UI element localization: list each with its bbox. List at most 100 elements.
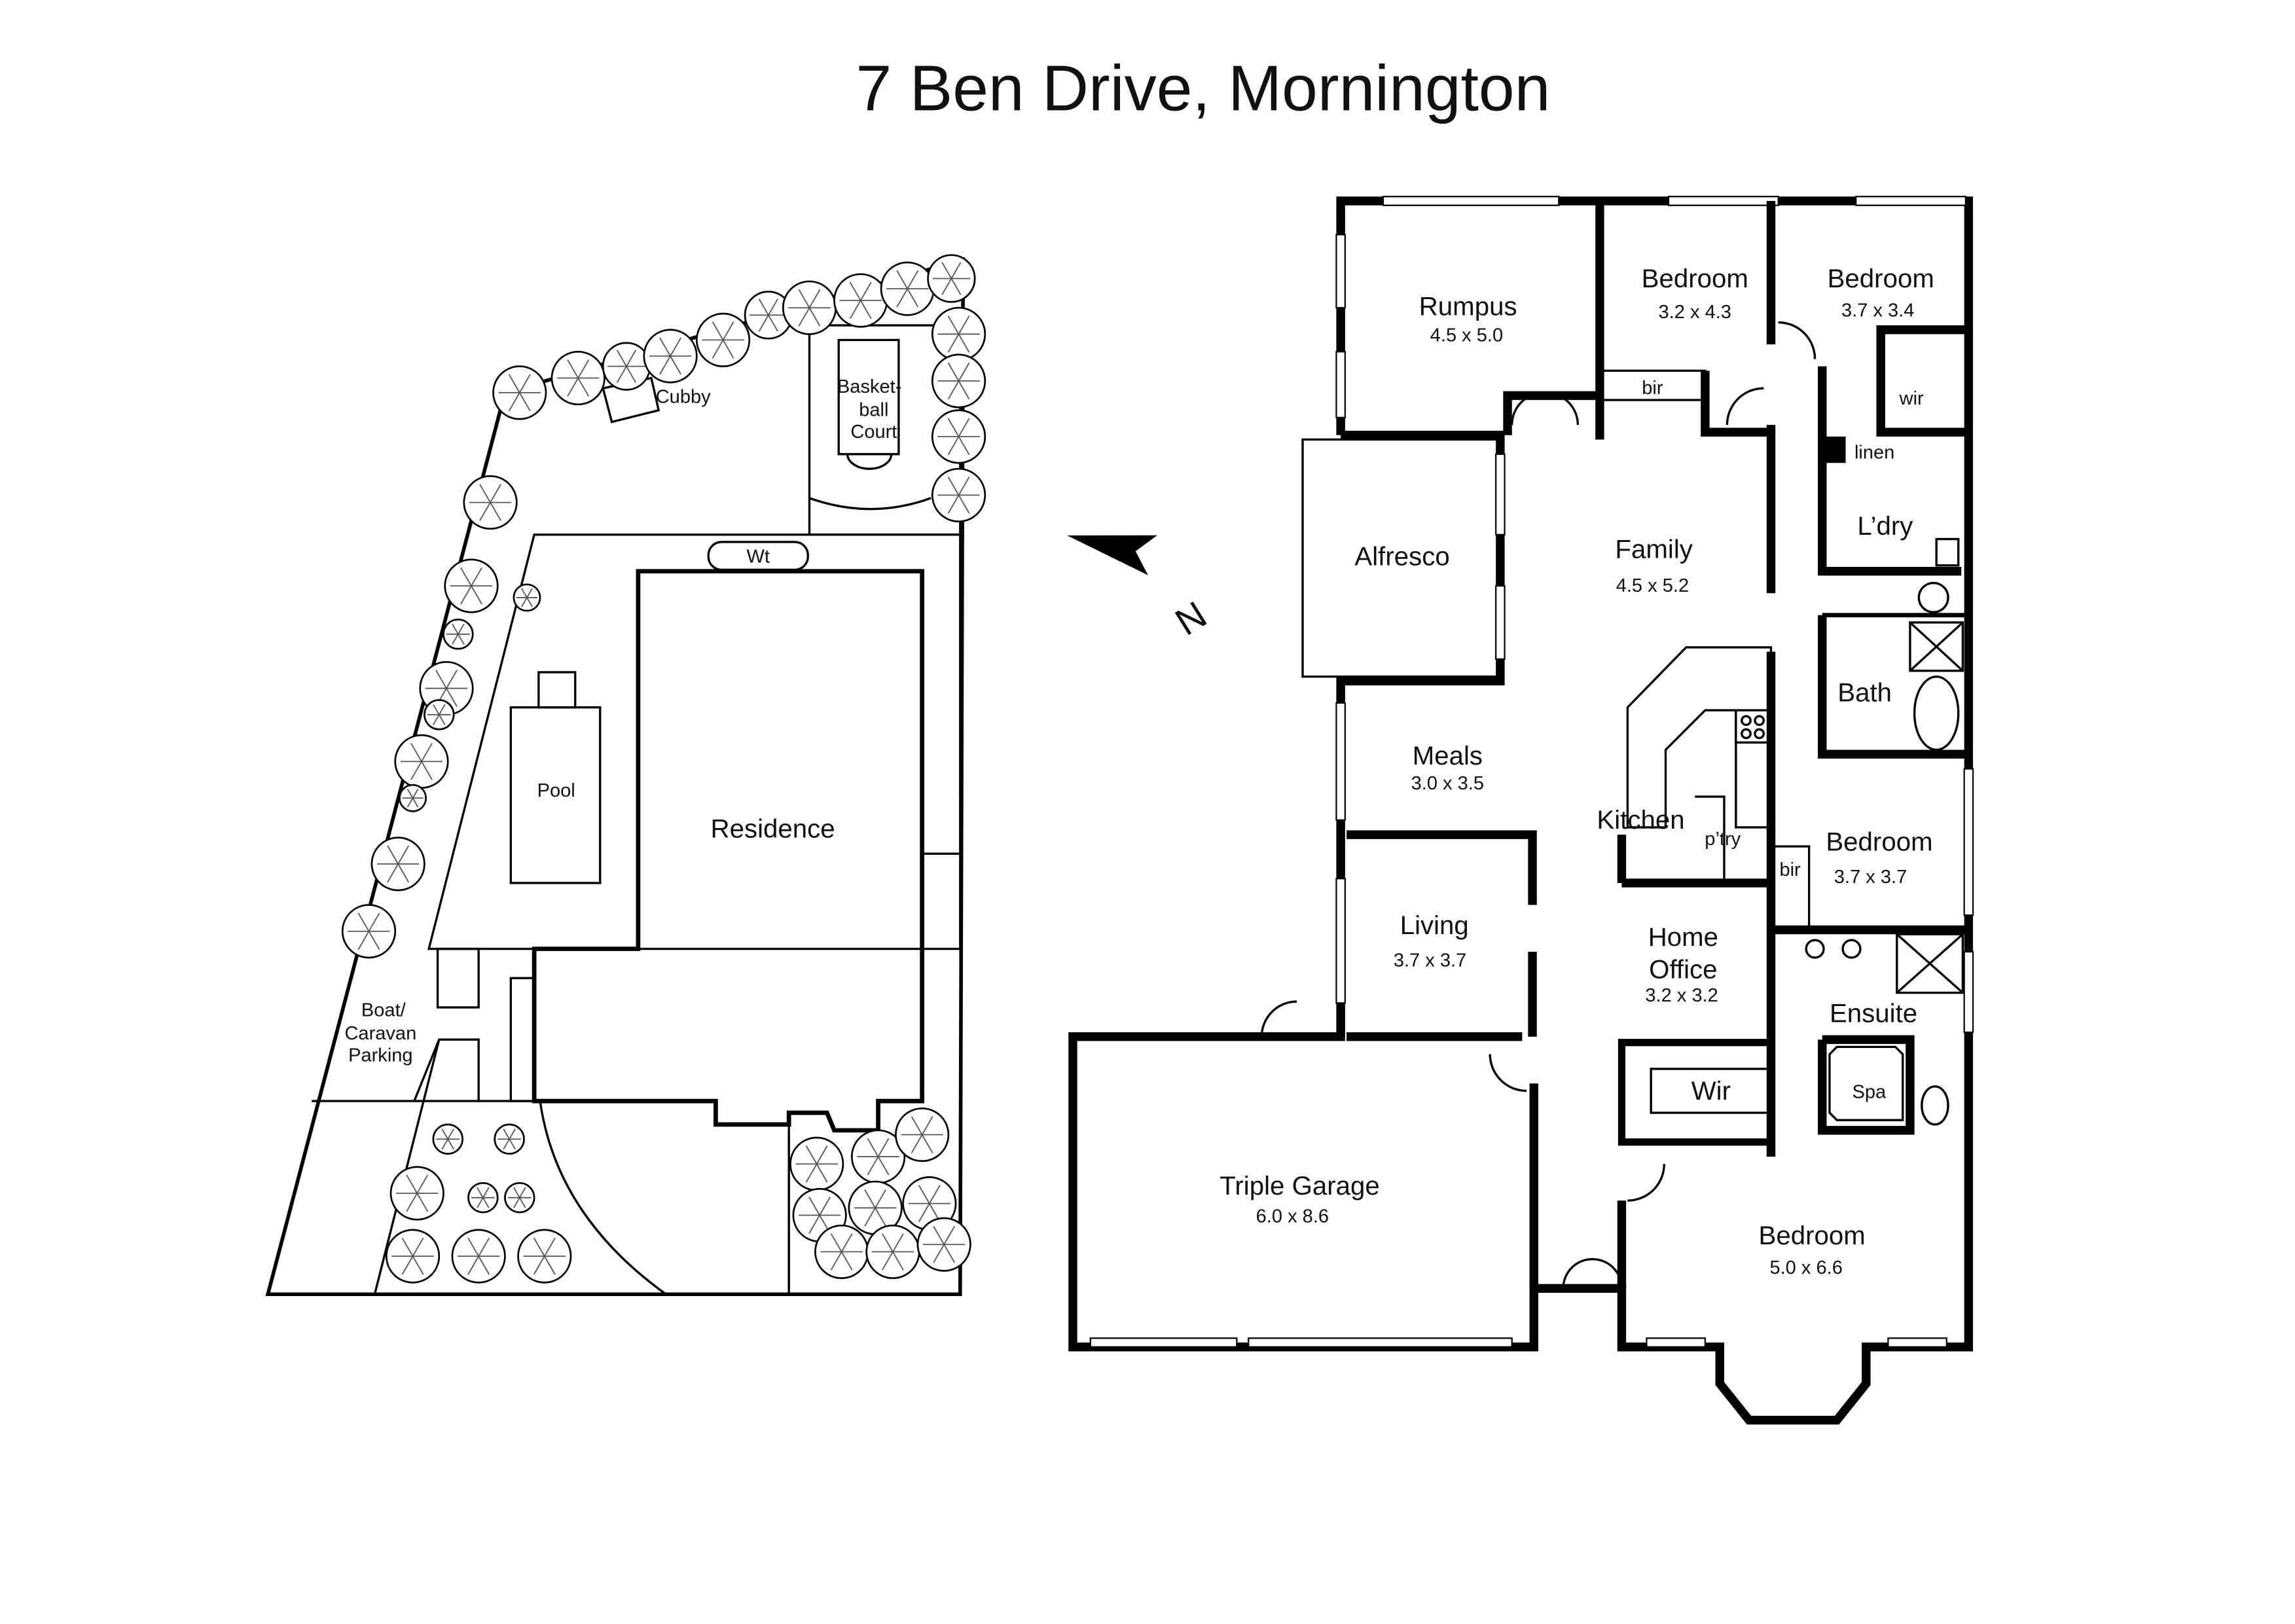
compass-label: N xyxy=(1168,593,1214,643)
bedroom-2-label: Bedroom xyxy=(1642,264,1748,293)
tree-branch xyxy=(943,1244,956,1263)
tree-branch xyxy=(867,1156,879,1176)
tree-branch xyxy=(911,1134,923,1153)
north-compass: N xyxy=(1067,535,1214,644)
paved-area xyxy=(427,533,962,950)
master-bedroom-dims: 5.0 x 6.6 xyxy=(1769,1257,1842,1278)
tree-branch xyxy=(477,1197,484,1208)
tree-branch xyxy=(670,337,681,357)
tree-branch xyxy=(921,1116,933,1135)
tree-branch xyxy=(867,1138,879,1157)
tree-branch xyxy=(526,588,533,598)
tree-branch xyxy=(447,1138,454,1150)
parking-label-1: Boat/ xyxy=(361,1000,407,1020)
tree-branch xyxy=(659,355,671,375)
tree-branch xyxy=(452,623,459,635)
tree-branch xyxy=(416,1193,429,1212)
tree-branch xyxy=(467,1237,479,1257)
tree-branch xyxy=(805,1163,818,1183)
pantry-label: p’try xyxy=(1705,829,1741,850)
living-label: Living xyxy=(1400,911,1469,940)
tree-branch xyxy=(616,366,627,383)
pool-label: Pool xyxy=(537,780,575,801)
basketball-label-2: ball xyxy=(859,400,888,421)
tree-branch xyxy=(950,278,962,295)
tree-branch xyxy=(567,378,579,397)
tree-branch xyxy=(947,494,960,514)
tree-branch xyxy=(478,1237,490,1257)
tree-branch xyxy=(521,588,528,598)
tree-branch xyxy=(864,1189,876,1208)
tree-branch xyxy=(441,1128,448,1140)
tree-branch xyxy=(452,634,459,645)
tree-branch xyxy=(958,316,970,334)
tree-branch xyxy=(947,316,960,334)
tree-branch xyxy=(892,1233,904,1252)
tree-branch xyxy=(929,1185,941,1204)
tree-branch xyxy=(518,374,531,393)
tree-branch xyxy=(410,743,422,762)
tree-branch xyxy=(933,1225,945,1245)
tree-branch xyxy=(521,597,528,607)
tree-branch xyxy=(435,670,447,689)
linen-label: linen xyxy=(1854,442,1894,463)
tree-branch xyxy=(958,380,970,400)
residence-label: Residence xyxy=(711,814,835,844)
home-office-label-2: Office xyxy=(1649,954,1717,984)
home-office-dims: 3.2 x 3.2 xyxy=(1645,985,1718,1006)
tree-branch xyxy=(892,1251,904,1271)
tree-branch xyxy=(816,1145,828,1164)
garage-dims: 6.0 x 8.6 xyxy=(1256,1206,1329,1227)
house-floor-plan xyxy=(1068,196,1974,1425)
tree-branch xyxy=(943,1225,956,1245)
tree-branch xyxy=(458,634,465,645)
tree-branch xyxy=(421,761,433,780)
tree-branch xyxy=(768,298,778,316)
tree-branch xyxy=(479,484,491,503)
tree-branch xyxy=(958,436,970,456)
tree-branch xyxy=(406,1174,418,1194)
tree-branch xyxy=(503,1138,510,1150)
tree-branch xyxy=(482,1187,490,1199)
tree-branch xyxy=(577,378,590,397)
tree-branch xyxy=(849,281,861,301)
tree-branch xyxy=(830,1233,842,1252)
site-plan: Residence Pool Wt Cubby Basket- ball Cou… xyxy=(265,254,986,1297)
compass-arrow-icon xyxy=(1067,535,1157,575)
tree-branch xyxy=(958,334,970,353)
tree-branch xyxy=(947,362,960,382)
tree-branch xyxy=(458,623,465,635)
tree-branch xyxy=(659,337,671,357)
kitchen-label: Kitchen xyxy=(1597,805,1684,835)
water-tank xyxy=(707,541,809,571)
tree-branch xyxy=(808,1197,820,1216)
tree-branch xyxy=(508,374,520,393)
tree-branch xyxy=(513,1187,520,1199)
tree-branch xyxy=(518,1187,526,1199)
tree-branch xyxy=(447,1128,454,1140)
tree-branch xyxy=(518,1197,526,1208)
tree-branch xyxy=(816,1163,828,1183)
tree-branch xyxy=(958,418,970,437)
tree-branch xyxy=(509,1138,516,1150)
tree-branch xyxy=(357,931,370,950)
garage-label: Triple Garage xyxy=(1220,1171,1380,1200)
tree-branch xyxy=(397,845,410,865)
tree-branch xyxy=(446,688,458,707)
tree-branch xyxy=(421,743,433,762)
tree-branch xyxy=(509,1128,516,1140)
tree-branch xyxy=(712,321,724,340)
cubby-label: Cubby xyxy=(656,387,711,408)
tree-branch xyxy=(407,797,414,808)
tree-branch xyxy=(918,1203,930,1222)
tree-branch xyxy=(478,1255,490,1275)
meals-dims: 3.0 x 3.5 xyxy=(1411,773,1484,794)
tree-branch xyxy=(877,1138,890,1157)
bath-label: Bath xyxy=(1837,678,1892,708)
home-office-label-1: Home xyxy=(1648,922,1718,952)
tree-branch xyxy=(896,270,909,289)
family-dims: 4.5 x 5.2 xyxy=(1616,575,1689,596)
tree-branch xyxy=(722,321,734,340)
spa-label: Spa xyxy=(1852,1082,1887,1103)
tree-branch xyxy=(460,585,472,605)
